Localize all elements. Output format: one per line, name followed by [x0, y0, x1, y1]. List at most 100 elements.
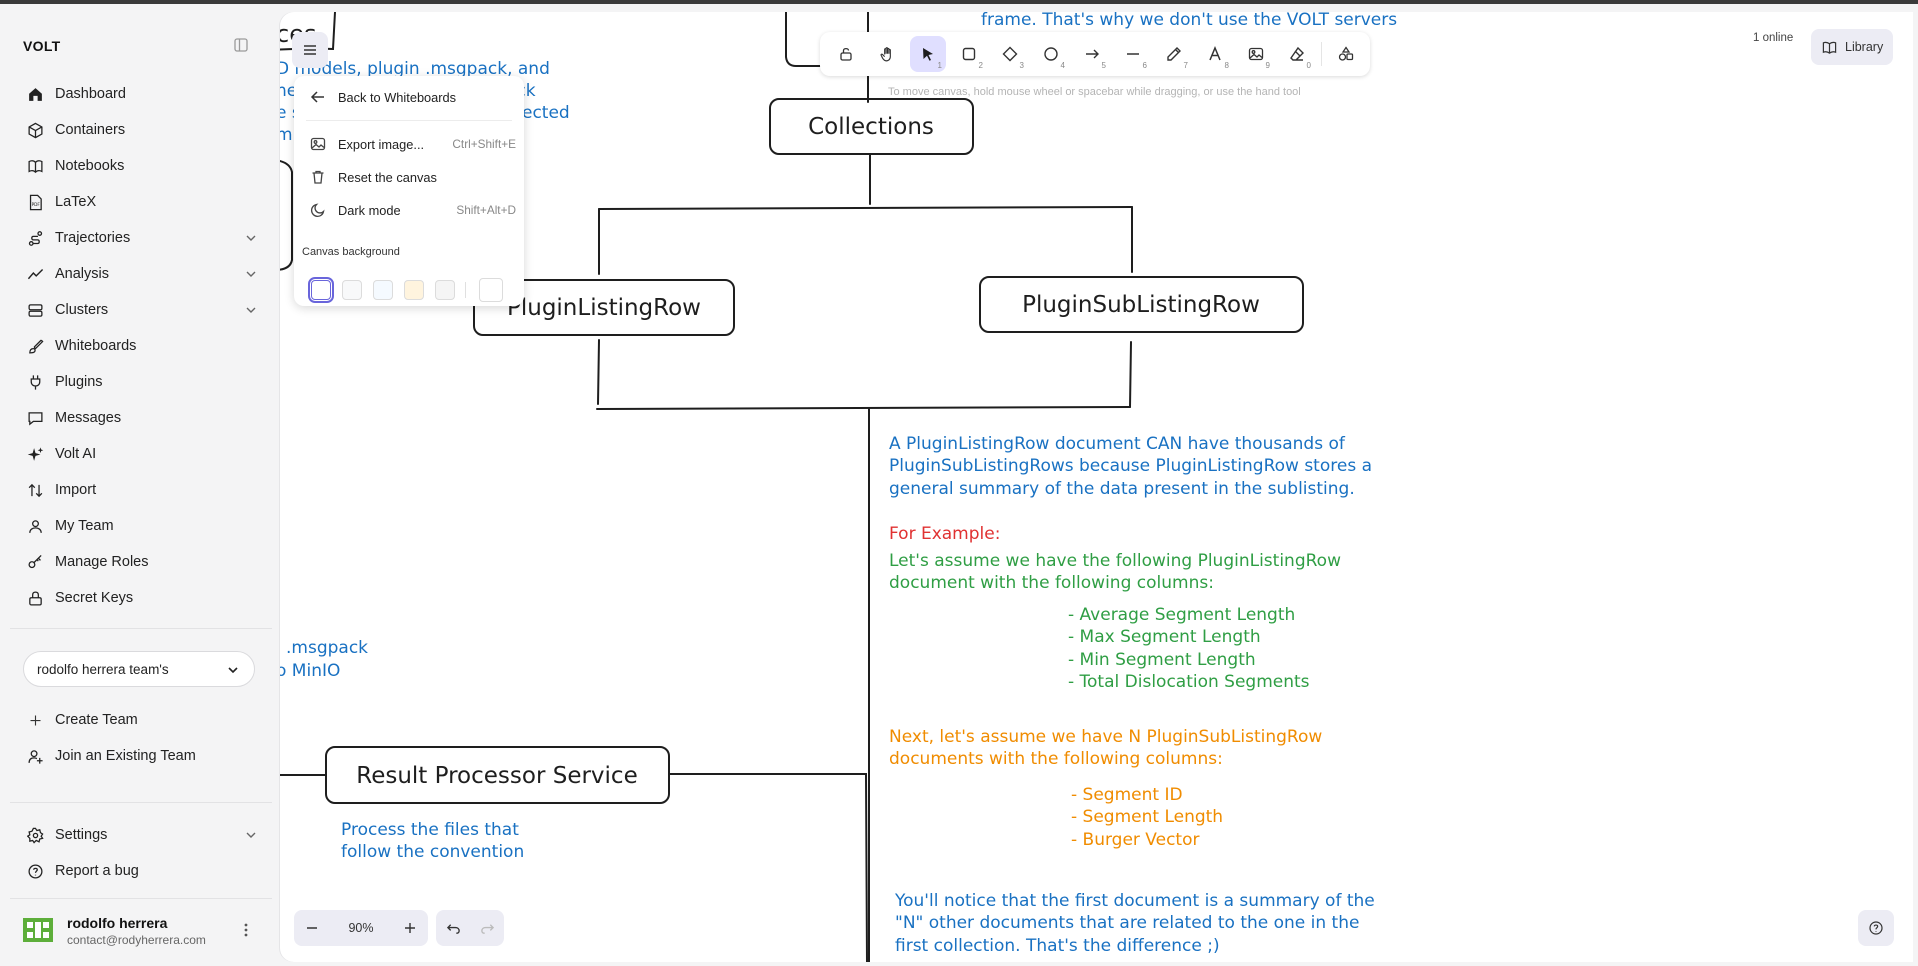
menu-item-label: Back to Whiteboards [338, 89, 457, 105]
tool-shortcut-number: 7 [1183, 61, 1188, 70]
menu-item-label: Reset the canvas [338, 169, 437, 185]
sidebar-item-volt-ai[interactable]: Volt AI [10, 436, 272, 472]
sidebar-item-notebooks[interactable]: Notebooks [10, 148, 272, 184]
sidebar-item-label: Import [55, 482, 97, 498]
swap-arrows-icon [26, 481, 44, 499]
tool-selection[interactable]: 1 [910, 36, 946, 72]
home-icon [26, 85, 44, 103]
tool-diamond[interactable]: 3 [992, 36, 1028, 72]
chevron-down-icon[interactable] [244, 828, 258, 842]
sidebar-item-plugins[interactable]: Plugins [10, 364, 272, 400]
tool-shortcut-number: 0 [1306, 61, 1311, 70]
user-icon [26, 517, 44, 535]
sidebar-item-manage-roles[interactable]: Manage Roles [10, 544, 272, 580]
chevron-down-icon[interactable] [244, 231, 258, 245]
library-label: Library [1845, 40, 1884, 54]
more-vertical-icon[interactable] [238, 922, 254, 938]
canvas-bg-swatch-pink[interactable] [435, 280, 455, 300]
menu-shortcut: Shift+Alt+D [456, 203, 516, 217]
board-green-intro: document with the following columns: [889, 573, 1214, 593]
sidebar-divider [10, 628, 272, 629]
sidebar-item-secret-keys[interactable]: Secret Keys [10, 580, 272, 616]
board-orange-intro: Next, let's assume we have N PluginSubLi… [889, 727, 1322, 747]
tool-rectangle[interactable]: 2 [951, 36, 987, 72]
eraser-icon [1290, 46, 1304, 61]
zoom-level[interactable]: 90% [348, 921, 374, 935]
sidebar-item-label: LaTeX [55, 194, 97, 210]
whiteboard-canvas[interactable]: ces D models, plugin .msgpack, and hed o… [280, 12, 1913, 962]
team-select[interactable]: rodolfo herrera team's [23, 651, 255, 687]
sidebar-item-whiteboards[interactable]: Whiteboards [10, 328, 272, 364]
partial-box-top-center [785, 12, 821, 67]
tool-ellipse[interactable]: 4 [1033, 36, 1069, 72]
board-orange-col: - Segment ID [1071, 785, 1183, 805]
board-desc-line: PluginSubListingRows because PluginListi… [889, 456, 1372, 476]
pencil-icon [1167, 47, 1181, 61]
tool-draw[interactable]: 7 [1156, 36, 1192, 72]
connector-result-right [668, 773, 868, 962]
undo-button[interactable] [436, 910, 470, 946]
shapes-icon [1338, 46, 1354, 61]
help-button[interactable] [1858, 910, 1894, 946]
tool-line[interactable]: 6 [1115, 36, 1151, 72]
board-left-blue-line: D models, plugin .msgpack, and [280, 59, 550, 79]
menu-reset-canvas[interactable]: Reset the canvas [302, 164, 516, 190]
diamond-icon [1002, 46, 1018, 62]
sidebar-item-label: Notebooks [55, 158, 125, 174]
library-button[interactable]: Library [1811, 29, 1893, 65]
sparkle-icon [26, 445, 44, 463]
sidebar-item-messages[interactable]: Messages [10, 400, 272, 436]
partial-box-left [280, 159, 293, 271]
main-menu-button[interactable] [292, 32, 328, 68]
chevron-down-icon[interactable] [244, 303, 258, 317]
create-team-button[interactable]: Create Team [10, 702, 272, 738]
sidebar-item-settings[interactable]: Settings [10, 817, 272, 853]
canvas-bg-swatch-yellow[interactable] [404, 280, 424, 300]
sidebar-item-latex[interactable]: PDF LaTeX [10, 184, 272, 220]
zoom-out-button[interactable] [294, 910, 330, 946]
redo-button[interactable] [470, 910, 504, 946]
hamburger-icon [304, 45, 316, 55]
canvas-hint: To move canvas, hold mouse wheel or spac… [888, 86, 1301, 98]
box-icon [26, 121, 44, 139]
user-profile[interactable]: rodolfo herrera contact@rodyherrera.com [23, 910, 263, 950]
sidebar-item-my-team[interactable]: My Team [10, 508, 272, 544]
lock-icon [26, 589, 44, 607]
tool-text[interactable]: 8 [1197, 36, 1233, 72]
sidebar-item-trajectories[interactable]: Trajectories [10, 220, 272, 256]
sidebar-collapse-icon[interactable] [234, 38, 248, 52]
sidebar-item-report-bug[interactable]: Report a bug [10, 853, 272, 889]
canvas-bg-swatch-blue[interactable] [373, 280, 393, 300]
server-icon [26, 301, 44, 319]
menu-export-image[interactable]: Export image... Ctrl+Shift+E [302, 131, 516, 157]
join-team-button[interactable]: Join an Existing Team [10, 738, 272, 774]
tool-shortcut-number: 2 [978, 61, 983, 70]
tool-extra-tools[interactable] [1328, 36, 1364, 72]
plus-icon [26, 711, 44, 729]
canvas-bg-swatch-gray[interactable] [342, 280, 362, 300]
canvas-background-label: Canvas background [302, 246, 400, 258]
sidebar-item-containers[interactable]: Containers [10, 112, 272, 148]
tool-image[interactable]: 9 [1238, 36, 1274, 72]
sidebar-item-label: Analysis [55, 266, 109, 282]
sidebar-item-label: Settings [55, 827, 108, 843]
tool-shortcut-number: 6 [1142, 61, 1147, 70]
sidebar-item-analysis[interactable]: Analysis [10, 256, 272, 292]
canvas-bg-swatch-white[interactable] [308, 277, 334, 303]
user-name: rodolfo herrera [67, 915, 168, 931]
online-count: 1 online [1753, 32, 1794, 44]
chevron-down-icon[interactable] [244, 267, 258, 281]
help-circle-icon [26, 862, 44, 880]
tool-eraser[interactable]: 0 [1279, 36, 1315, 72]
zoom-in-button[interactable] [392, 910, 428, 946]
sidebar-item-import[interactable]: Import [10, 472, 272, 508]
canvas-bg-custom-color[interactable] [479, 278, 503, 302]
tool-arrow[interactable]: 5 [1074, 36, 1110, 72]
tool-lock[interactable] [828, 36, 864, 72]
sidebar-item-dashboard[interactable]: Dashboard [10, 76, 272, 112]
sidebar-item-label: Dashboard [55, 86, 126, 102]
tool-hand[interactable] [869, 36, 905, 72]
menu-back-to-whiteboards[interactable]: Back to Whiteboards [302, 84, 516, 110]
sidebar-item-clusters[interactable]: Clusters [10, 292, 272, 328]
menu-dark-mode[interactable]: Dark mode Shift+Alt+D [302, 197, 516, 223]
